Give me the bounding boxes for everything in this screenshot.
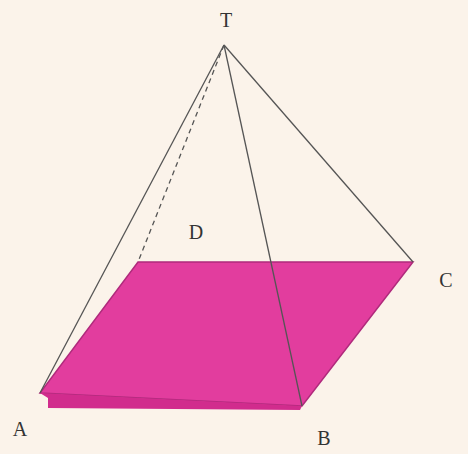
hidden-edge bbox=[138, 45, 224, 262]
vertex-label: C bbox=[439, 270, 452, 290]
base-face bbox=[40, 262, 413, 406]
lateral-edge bbox=[224, 45, 302, 406]
base-edge bbox=[40, 393, 302, 410]
lateral-edge bbox=[224, 45, 413, 262]
vertex-label: D bbox=[189, 222, 203, 242]
lateral-edge bbox=[40, 45, 224, 393]
vertex-label: T bbox=[220, 10, 232, 30]
vertex-label: A bbox=[13, 419, 27, 439]
vertex-label: B bbox=[317, 428, 330, 448]
